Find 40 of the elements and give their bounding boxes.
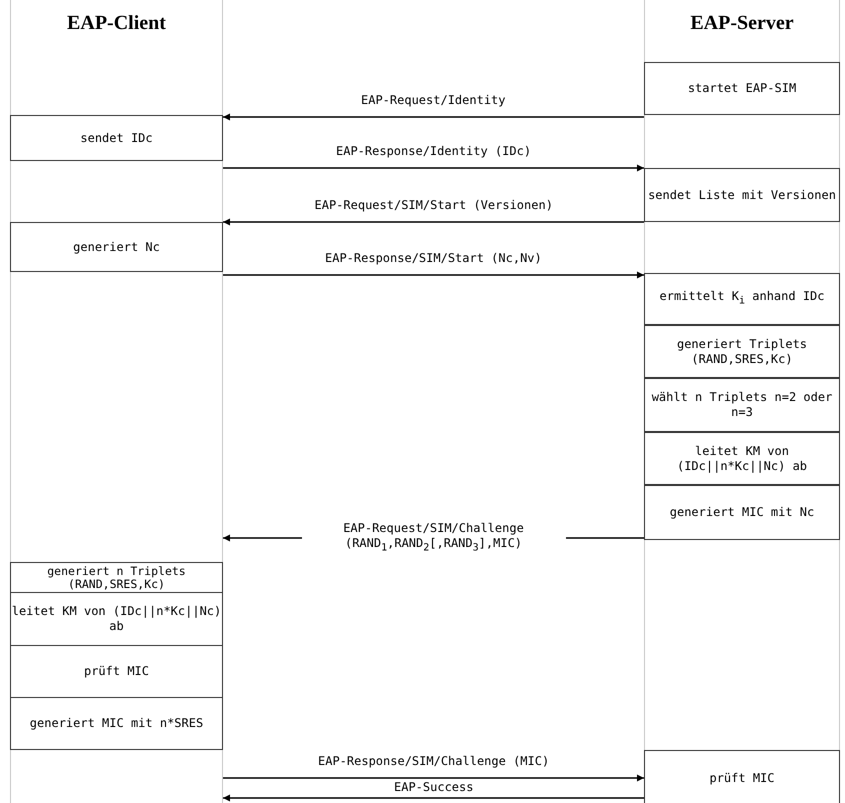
process-box [10,562,223,593]
step-text: leitet KM von (IDc||n*Kc||Nc) ab [11,604,222,634]
step-text: ermittelt K$_{i}$ anhand IDc [660,289,824,309]
step-text: prüft MIC [709,770,775,786]
step-text: startet EAP-SIM [688,81,796,96]
step-text: generiert MIC mit n*SRES [30,716,204,731]
message-arrow [223,774,644,782]
process-box [10,222,223,272]
step-text: wählt n Triplets n=2 oder n=3 [650,390,834,420]
step-text: prüft MIC [84,664,150,679]
participant-heading: EAP-Client [66,12,167,35]
edge-label: EAP-Success [392,780,476,794]
process-box [644,485,840,540]
process-box [644,168,840,222]
participant-heading: EAP-Server [689,12,795,35]
lifeline-column [644,0,840,803]
process-box [644,273,840,325]
edge-label: EAP-Request/Identity [359,92,508,108]
step-text: generiert MIC mit Nc [670,505,814,520]
process-box [10,645,223,698]
step-text: generiert Triplets (RAND,SRES,Kc) [676,336,808,366]
process-box [644,378,840,432]
process-box [644,62,840,115]
lifeline-column [10,0,223,803]
message-arrow [223,272,644,278]
process-box [10,592,223,646]
message-arrow [223,114,644,120]
step-text: generiert Nc [73,240,160,254]
message-arrow [223,164,644,172]
process-box [10,115,223,161]
process-box [644,325,840,378]
process-box [10,697,223,750]
message-arrow [223,218,644,226]
process-box [644,750,840,803]
message-arrow [223,794,644,802]
step-text: sendet IDc [80,130,153,146]
step-text: leitet KM von (IDc||n*Kc||Nc) ab [676,444,808,474]
process-box [644,432,840,485]
step-text: sendet Liste mit Versionen [648,188,836,202]
step-text: generiert n Triplets (RAND,SRES,Kc) [46,564,187,590]
